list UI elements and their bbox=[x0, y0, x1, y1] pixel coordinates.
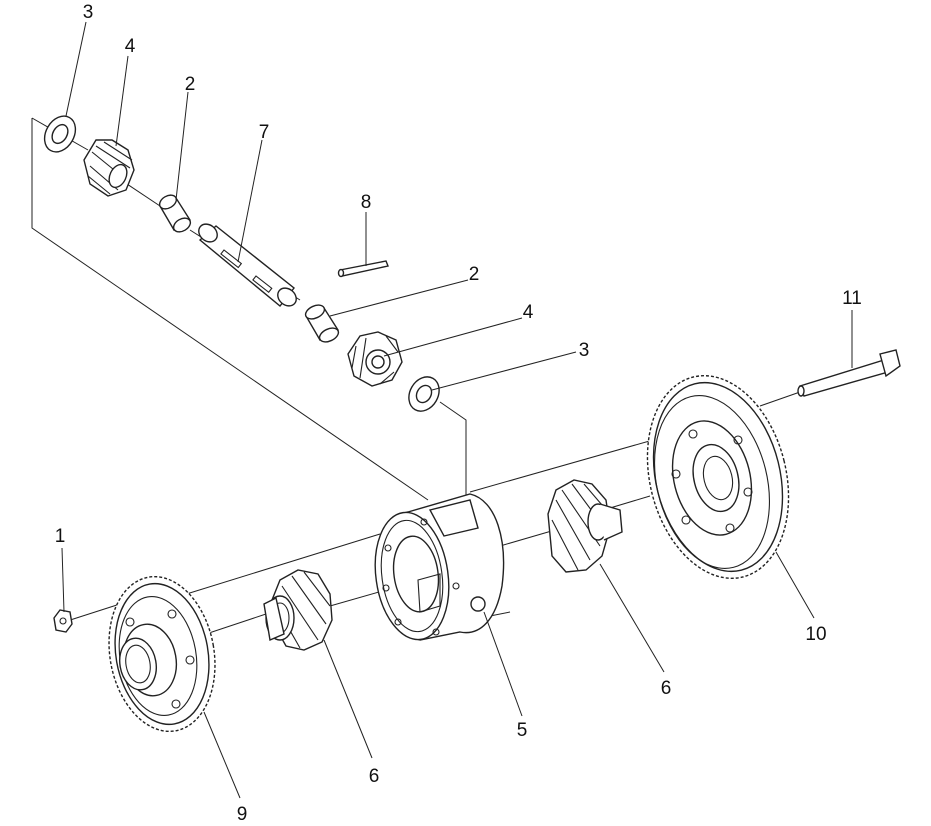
label-2-lower: 2 bbox=[469, 264, 480, 285]
label-5: 5 bbox=[517, 720, 528, 741]
bevel-pinion-lower bbox=[347, 331, 403, 387]
label-7: 7 bbox=[259, 122, 270, 143]
pinion-shaft bbox=[198, 223, 297, 307]
label-6-right: 6 bbox=[661, 678, 672, 699]
bushing-upper bbox=[158, 194, 192, 233]
lock-pin bbox=[337, 260, 389, 278]
bevel-pinion-upper bbox=[83, 139, 135, 197]
spur-gear bbox=[108, 575, 216, 733]
label-8: 8 bbox=[361, 192, 372, 213]
label-9: 9 bbox=[237, 804, 248, 825]
label-10: 10 bbox=[805, 624, 826, 645]
side-gear-right bbox=[547, 479, 623, 573]
label-3-upper: 3 bbox=[83, 2, 94, 23]
side-gear-left bbox=[263, 569, 333, 651]
bushing-lower bbox=[304, 304, 340, 343]
differential-case bbox=[374, 493, 505, 641]
label-6-left: 6 bbox=[369, 766, 380, 787]
label-3-lower: 3 bbox=[579, 340, 590, 361]
assembly-axis-lines bbox=[31, 117, 801, 637]
bolt bbox=[797, 349, 901, 397]
label-4-upper: 4 bbox=[125, 36, 136, 57]
thrust-washer-lower bbox=[408, 376, 440, 412]
ring-gear bbox=[646, 375, 790, 579]
label-4-lower: 4 bbox=[523, 302, 534, 323]
callout-labels: 3 4 2 7 8 2 4 3 11 1 10 6 5 6 9 bbox=[55, 2, 862, 825]
label-2-upper: 2 bbox=[185, 74, 196, 95]
leader-lines bbox=[61, 21, 853, 799]
nut bbox=[53, 609, 73, 633]
label-11: 11 bbox=[842, 288, 862, 309]
thrust-washer-upper bbox=[43, 115, 77, 153]
label-1: 1 bbox=[55, 526, 66, 547]
